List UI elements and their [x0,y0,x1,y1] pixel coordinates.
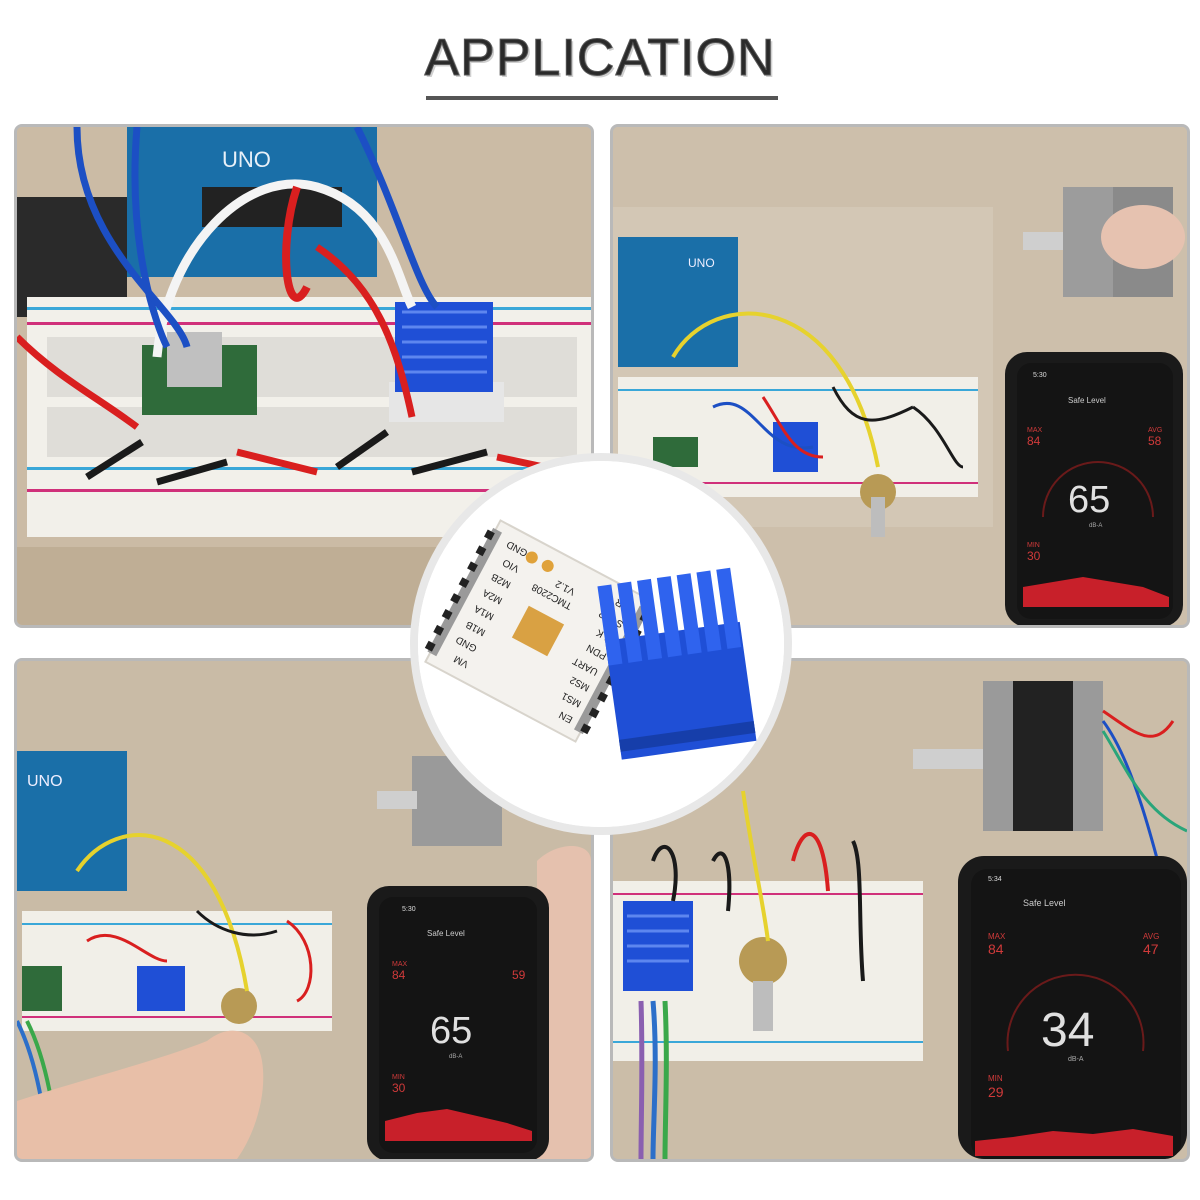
photo-setup-phone-65: UNO 5:30 Safe Level MAX 84 AVG 58 65 dB-… [610,124,1190,628]
phone2-avg-value: 59 [512,968,526,982]
phone2-min-value: 30 [392,1081,406,1095]
product-driver-heatsink: EN MS1 MS2 UART PDN CLK STEP DIR VM GND … [418,461,784,827]
phone2-reading: 65 [430,1010,472,1052]
phone3-max-value: 84 [988,941,1004,957]
phone3-min-label: MIN [988,1074,1003,1083]
phone2-time: 5:30 [402,906,416,913]
arduino-label: UNO [222,147,271,172]
page-title: APPLICATION [424,29,776,88]
phone2-title: Safe Level [427,929,465,938]
phone1-avg-label: AVG [1148,427,1162,434]
phone3-avg-value: 47 [1143,941,1159,957]
phone1-max-label: MAX [1027,427,1043,434]
phone3-min-value: 29 [988,1084,1004,1100]
phone3-reading: 34 [1041,1004,1094,1057]
phone1-title: Safe Level [1068,396,1106,405]
photo-hand-potentiometer: UNO 5:30 Safe Level MAX 84 59 65 dB-A MI… [14,658,594,1162]
phone2-max-value: 84 [392,968,406,982]
photo-setup-phone-34: 5:34 Safe Level MAX 84 AVG 47 34 dB-A MI… [610,658,1190,1162]
phone1-min-value: 30 [1027,549,1041,563]
photo-setup-phone-65-art: UNO 5:30 Safe Level MAX 84 AVG 58 65 dB-… [613,127,1187,625]
phone1-avg-value: 58 [1148,434,1162,448]
phone2-max-label: MAX [392,961,408,968]
phone3-max-label: MAX [988,932,1006,941]
arduino-label-3: UNO [27,773,63,790]
phone2-unit: dB-A [449,1054,462,1060]
phone3-avg-label: AVG [1143,932,1159,941]
phone1-unit: dB-A [1089,523,1102,529]
phone1-time: 5:30 [1033,372,1047,379]
phone1-reading: 65 [1068,479,1110,521]
phone3-time: 5:34 [988,876,1002,883]
phone1-max-value: 84 [1027,434,1041,448]
arduino-label-2: UNO [688,256,715,270]
phone2-min-label: MIN [392,1074,405,1081]
photo-hand-potentiometer-art: UNO 5:30 Safe Level MAX 84 59 65 dB-A MI… [17,661,591,1159]
photo-breadboard-closeup: UNO [14,124,594,628]
product-circle: EN MS1 MS2 UART PDN CLK STEP DIR VM GND … [418,461,784,827]
title-underline [426,96,778,100]
phone3-unit: dB-A [1068,1056,1084,1063]
phone3-title: Safe Level [1023,898,1066,908]
phone1-min-label: MIN [1027,542,1040,549]
